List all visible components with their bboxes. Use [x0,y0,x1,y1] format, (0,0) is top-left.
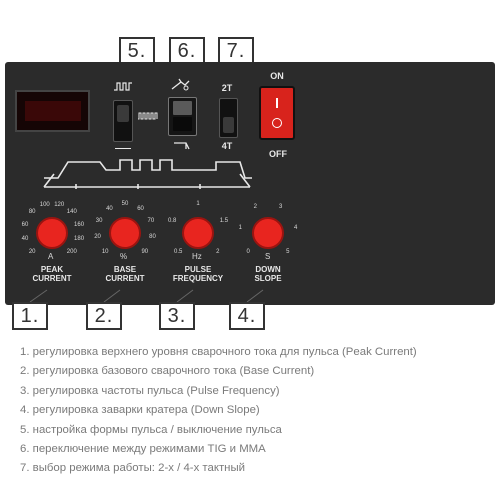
knob-scale-label: 3 [279,204,283,211]
knob-peak-current-label-l2: CURRENT [32,274,72,283]
callout-2: 2. [86,302,122,330]
knob-down-slope-label-l2: SLOPE [254,274,282,283]
knob-scale-label: 200 [66,248,77,255]
knob-scale-label: 0.8 [167,218,177,225]
knob-down-slope-unit: S [265,252,271,261]
knob-peak-current-label-l1: PEAK [40,265,64,274]
knob-base-current[interactable] [109,217,141,249]
mode-2t-4t-switch[interactable] [219,98,238,138]
knob-scale-label: 100 [39,201,50,208]
callout-4: 4. [229,302,265,330]
knob-scale-label: 0.5 [174,248,183,255]
pulse-square-wave-icon [114,82,132,91]
knob-scale-label: 180 [74,236,85,243]
knob-pulse-frequency-label-l2: FREQUENCY [172,274,224,283]
knob-scale-label: 30 [95,218,103,225]
knob-scale-label: 140 [66,209,77,216]
knob-scale-label: 10 [101,248,109,255]
callout-3: 3. [159,302,195,330]
knob-pulse-frequency-unit: Hz [192,252,202,261]
knob-down-slope-group: 0 1 2 3 4 5 S DOWN SLOPE [233,197,303,292]
knob-scale-label: 2 [216,248,220,255]
knob-pulse-frequency-group: 0.5 0.8 1 1.5 2 Hz PULSE FREQUENCY [163,197,233,292]
electrode-holder-icon [171,78,190,91]
legend-item: 4. регулировка заварки кратера (Down Slo… [20,404,260,417]
power-on-label: ON [270,71,284,81]
pulse-fast-wave-icon [138,112,158,120]
knob-scale-label: 1.5 [219,218,229,225]
knob-scale-label: 4 [293,224,298,231]
tig-mma-switch[interactable] [168,97,197,136]
mode-2t-label: 2T [221,83,233,93]
knob-scale-label: 1 [196,201,200,207]
welding-cycle-waveform-icon [43,159,252,189]
knob-scale-label: 90 [141,248,149,255]
knob-scale-label: 50 [121,201,129,207]
knob-scale-label: 80 [149,234,156,241]
knob-scale-label: 70 [147,218,155,225]
knob-down-slope[interactable] [252,217,284,249]
knob-scale-label: 20 [28,248,36,255]
callout-7: 7. [218,37,254,65]
legend-item: 6. переключение между режимами TIG и MMA [20,443,266,456]
knob-scale-label: 60 [137,205,144,212]
knob-pulse-frequency-label-l1: PULSE [184,265,212,274]
legend-item: 5. настройка формы пульса / выключение п… [20,423,282,436]
knob-peak-current[interactable] [36,217,68,249]
callout-5: 5. [119,37,155,65]
knob-base-current-unit: % [120,252,128,261]
tig-torch-icon [174,142,190,150]
knob-pulse-frequency[interactable] [182,217,214,249]
knob-scale-label: 2 [253,204,257,211]
knob-scale-label: 1 [238,224,243,231]
legend-item: 2. регулировка базового сварочного тока … [20,365,315,378]
knob-scale-label: 80 [28,209,36,216]
power-switch[interactable] [259,86,295,140]
knob-base-current-label-l1: BASE [113,265,137,274]
knob-scale-label: 40 [106,205,113,212]
mode-4t-label: 4T [221,141,233,151]
knob-scale-label: 0 [246,248,250,255]
knob-peak-current-unit: A [48,252,54,261]
power-off-label: OFF [269,149,287,159]
knob-pulse-frequency-ticks: 0.5 0.8 1 1.5 2 [163,197,233,267]
pulse-mode-switch[interactable] [113,100,133,142]
knob-base-current-label-l2: CURRENT [105,274,145,283]
knob-scale-label: 120 [54,201,65,208]
knob-scale-label: 40 [21,236,29,243]
legend-list: 1. регулировка верхнего уровня сварочног… [20,343,495,479]
knob-scale-label: 20 [94,234,101,241]
pulse-off-line [115,148,131,149]
knob-scale-label: 5 [286,248,290,255]
knob-scale-label: 160 [74,221,85,228]
legend-item: 7. выбор режима работы: 2-х / 4-х тактны… [20,462,246,475]
legend-item: 3. регулировка частоты пульса (Pulse Fre… [20,384,280,397]
legend-item: 1. регулировка верхнего уровня сварочног… [20,346,417,358]
knob-down-slope-ticks: 0 1 2 3 4 5 [233,197,303,267]
knob-down-slope-label-l1: DOWN [255,265,281,274]
knob-scale-label: 60 [21,221,29,228]
callout-1: 1. [12,302,48,330]
led-display [15,90,90,132]
